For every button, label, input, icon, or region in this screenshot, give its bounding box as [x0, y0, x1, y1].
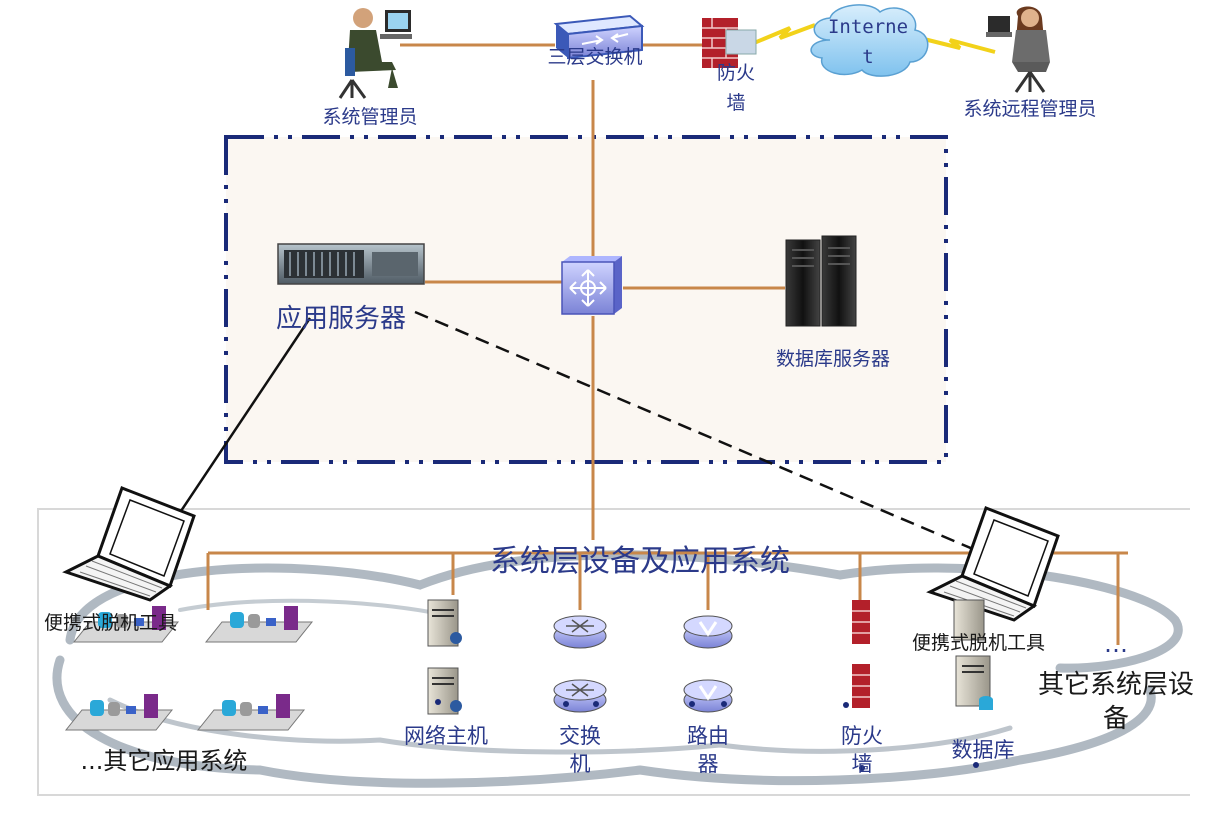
switch-icon-2 — [553, 679, 607, 713]
portable-tool-right-label: 便携式脱机工具 — [912, 632, 1046, 654]
app-system-tray-3 — [64, 694, 174, 731]
db-server-label: 数据库服务器 — [775, 348, 890, 370]
firewall-label: 防火墙 — [716, 62, 755, 114]
admin-person-icon — [338, 8, 412, 99]
network-host-icon-1 — [427, 599, 462, 647]
app-system-tray-1 — [72, 606, 180, 643]
system-layer-title: 系统层设备及应用系统 — [490, 544, 790, 579]
app-server-icon — [277, 243, 425, 285]
db-server-icon — [785, 235, 857, 327]
core-switch-icon — [553, 14, 645, 60]
system-layer-swirl — [52, 550, 1183, 788]
app-server-label: 应用服务器 — [276, 304, 407, 334]
database-host-icon-1 — [953, 599, 985, 641]
router-label: 路由器 — [687, 724, 729, 776]
database-host-icon-2 — [955, 655, 993, 710]
firewall-small-icon-2 — [852, 664, 870, 708]
lightning-link-left — [741, 23, 816, 50]
lightning-link-right — [919, 36, 996, 54]
other-devices-label: 其它系统层设备 — [1038, 670, 1195, 734]
connector-dots — [435, 699, 979, 771]
other-app-systems-label: ...其它应用系统 — [80, 747, 248, 775]
router-icon-1 — [683, 615, 733, 649]
router-icon-2 — [683, 679, 733, 713]
remote-admin-label: 系统远程管理员 — [963, 98, 1097, 120]
internet-cloud — [810, 4, 929, 77]
switch-label: 交换机 — [559, 724, 601, 776]
core-switch-label: 三层交换机 — [547, 46, 643, 68]
network-host-icon-2 — [427, 667, 462, 715]
portable-tool-left-label: 便携式脱机工具 — [44, 612, 178, 634]
laptop-to-appserver-line — [173, 317, 312, 521]
app-system-tray-4 — [196, 694, 306, 731]
remote-admin-person-icon — [986, 6, 1050, 93]
ellipsis-label: … — [1104, 630, 1128, 658]
laptop-left-icon — [62, 486, 196, 602]
firewall-icon — [702, 18, 757, 68]
switch-icon-1 — [553, 615, 607, 649]
dmz-switch-icon — [561, 256, 622, 315]
firewall-small-icon-1 — [852, 600, 870, 644]
system-layer-frame — [37, 508, 1190, 796]
app-system-tray-2 — [204, 606, 314, 643]
network-host-label: 网络主机 — [404, 724, 488, 748]
internet-label: Internet — [827, 16, 909, 68]
firewall-bottom-label: 防火墙 — [841, 724, 883, 776]
database-label: 数据库 — [951, 738, 1015, 762]
system-admin-label: 系统管理员 — [322, 106, 418, 128]
laptop-right-icon — [926, 506, 1060, 622]
laptop-to-appserver-dashed — [414, 310, 981, 554]
